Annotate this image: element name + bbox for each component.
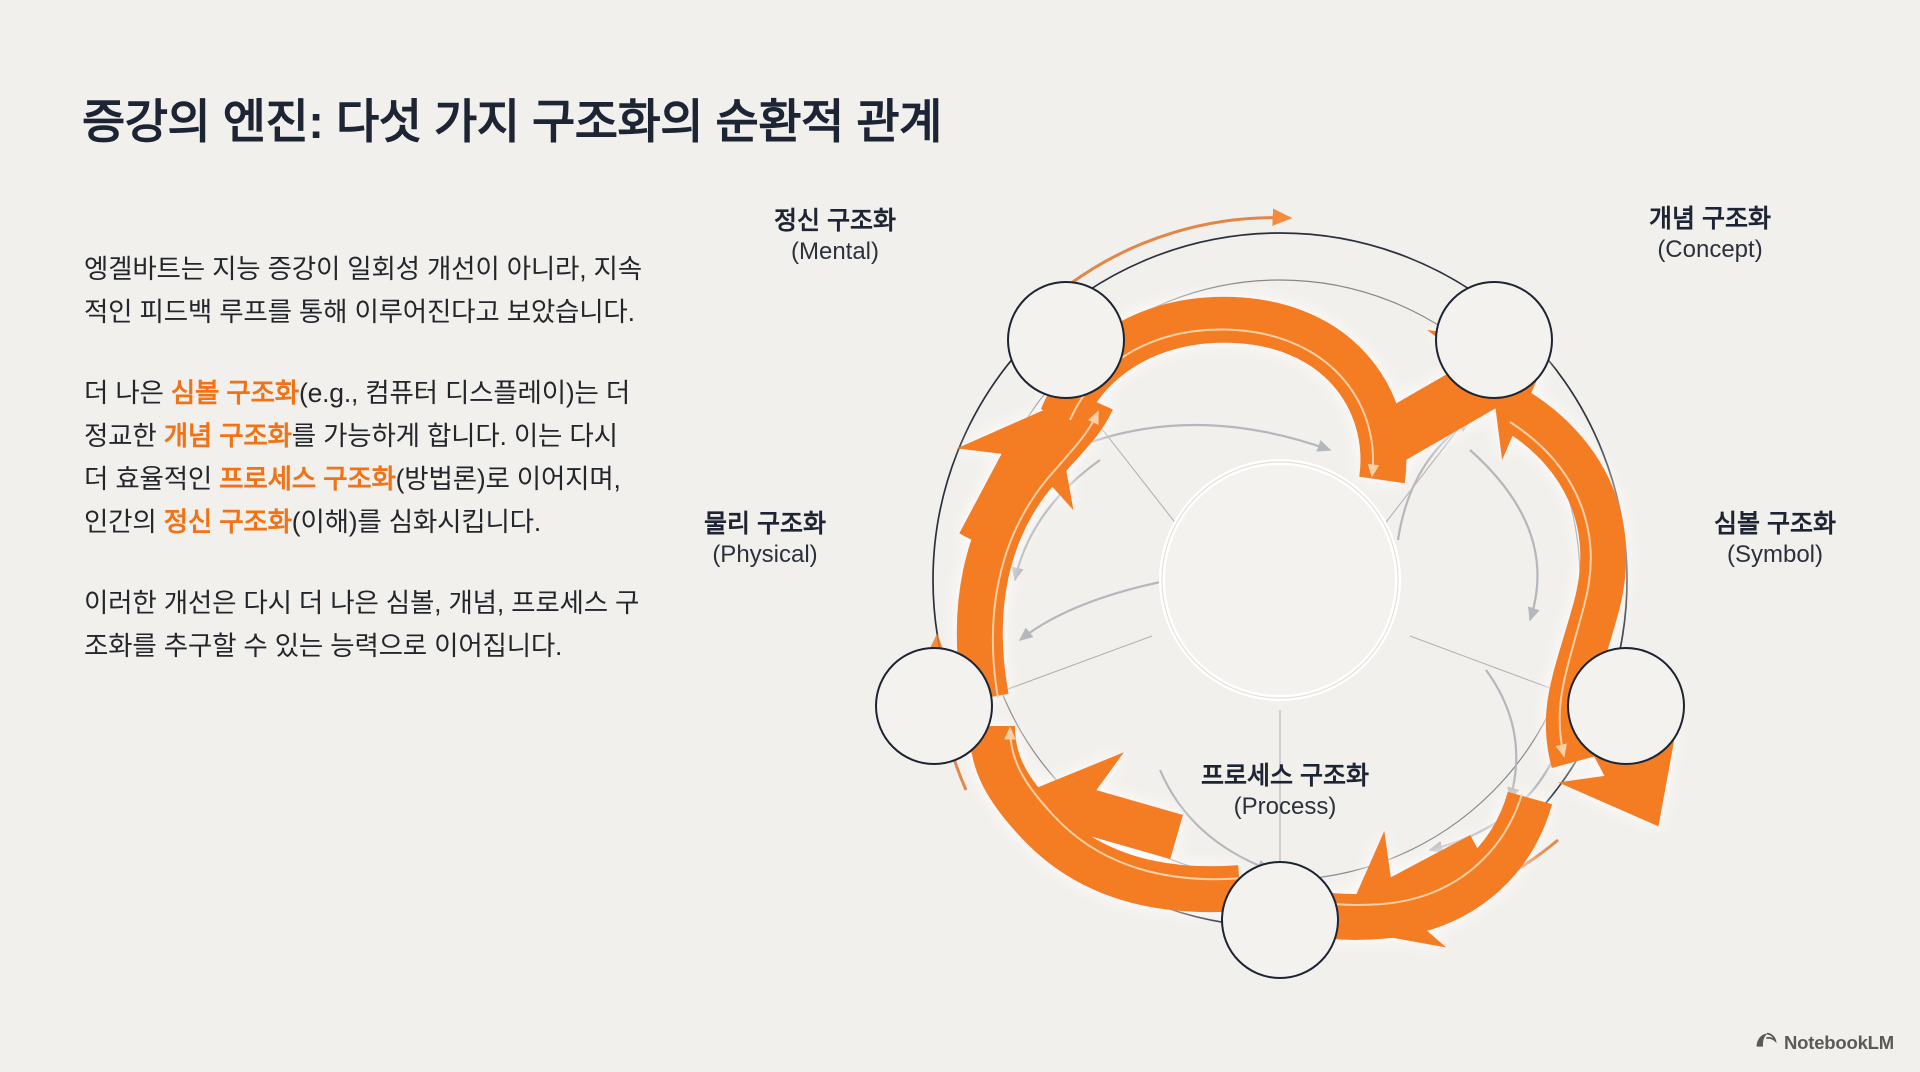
paragraph-3: 이러한 개선은 다시 더 나은 심볼, 개념, 프로세스 구조화를 추구할 수 …	[84, 582, 644, 668]
node-label-physical-ko: 물리 구조화	[704, 510, 826, 538]
cycle-diagram: 정신 구조화 (Mental) 개념 구조화 (Concept) 심볼 구조화 …	[704, 150, 1836, 1010]
node-concept[interactable]	[1435, 281, 1553, 399]
notebooklm-label: NotebookLM	[1783, 1031, 1894, 1053]
node-label-concept-en: (Concept)	[1657, 236, 1763, 263]
node-symbol[interactable]	[1567, 647, 1685, 765]
node-label-symbol-en: (Symbol)	[1726, 541, 1823, 568]
node-label-process-ko: 프로세스 구조화	[1201, 762, 1369, 790]
node-label-symbol-ko: 심볼 구조화	[1714, 510, 1836, 538]
node-label-concept: 개념 구조화 (Concept)	[1575, 203, 1845, 266]
ribbon-flow-lines	[991, 328, 1592, 907]
center-hub	[1159, 459, 1401, 701]
node-label-mental-ko: 정신 구조화	[774, 207, 896, 235]
highlight-term: 정신 구조화	[163, 507, 292, 537]
highlight-term: 프로세스 구조화	[219, 464, 396, 494]
node-mental[interactable]	[1007, 281, 1125, 399]
node-label-physical-en: (Physical)	[712, 541, 818, 568]
text-run: (e.g., 컴퓨터 디스플레이)는 더 정교한	[84, 378, 631, 451]
node-process[interactable]	[1221, 861, 1339, 979]
node-label-symbol: 심볼 구조화 (Symbol)	[1640, 508, 1910, 571]
description-column: 엥겔바트는 지능 증강이 일회성 개선이 아니라, 지속적인 피드백 루프를 통…	[84, 248, 644, 668]
node-label-process: 프로세스 구조화 (Process)	[1140, 760, 1430, 823]
page-title: 증강의 엔진: 다섯 가지 구조화의 순환적 관계	[82, 95, 942, 149]
paragraph-2: 더 나은 심볼 구조화(e.g., 컴퓨터 디스플레이)는 더 정교한 개념 구…	[84, 372, 644, 544]
node-label-mental-en: (Mental)	[790, 238, 880, 265]
text-run: 이러한 개선은 다시 더 나은 심볼, 개념, 프로세스 구조화를 추구할 수 …	[84, 588, 640, 661]
notebooklm-watermark: NotebookLM	[1755, 1031, 1894, 1054]
text-run: (방법론)로 이어지며, 인간의	[84, 464, 621, 537]
text-run: 를 가능하게 합니다. 이는 다시 더 효율적인	[84, 421, 618, 494]
notebooklm-icon	[1755, 1031, 1777, 1054]
highlight-term: 개념 구조화	[163, 421, 292, 451]
node-label-mental: 정신 구조화 (Mental)	[700, 205, 970, 268]
text-run: 더 나은	[84, 378, 171, 408]
node-label-process-en: (Process)	[1233, 793, 1337, 820]
paragraph-1: 엥겔바트는 지능 증강이 일회성 개선이 아니라, 지속적인 피드백 루프를 통…	[84, 248, 644, 334]
node-physical[interactable]	[875, 647, 993, 765]
node-label-concept-ko: 개념 구조화	[1649, 205, 1771, 233]
cycle-nodes	[875, 281, 1685, 979]
text-run: (이해)를 심화시킵니다.	[291, 507, 541, 537]
node-label-physical: 물리 구조화 (Physical)	[630, 508, 900, 571]
text-run: 엥겔바트는 지능 증강이 일회성 개선이 아니라, 지속적인 피드백 루프를 통…	[84, 254, 642, 327]
highlight-term: 심볼 구조화	[170, 378, 299, 408]
